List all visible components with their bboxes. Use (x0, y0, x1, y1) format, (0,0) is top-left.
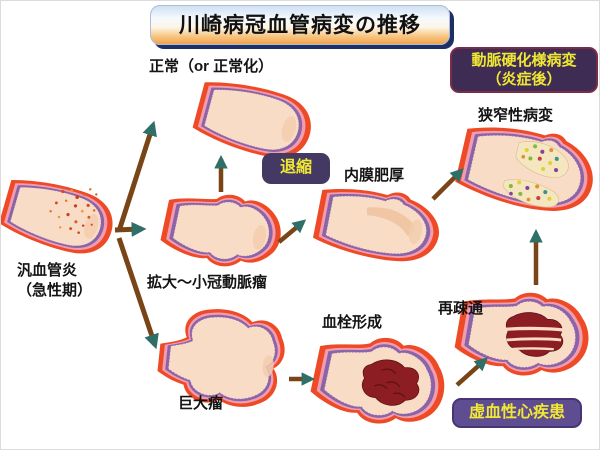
label-intimal: 内膜肥厚 (344, 167, 405, 184)
badge-regression: 退縮 (262, 153, 330, 184)
arrow-panvasculitis-to-dilated (114, 221, 147, 237)
badge-arteriosclerosis: 動脈硬化様病変 （炎症後） (450, 47, 598, 93)
vessel-stenosis-illustration (448, 112, 599, 234)
inflammation-speckles (49, 188, 98, 234)
label-panvasculitis: 汎血管炎 （急性期） (17, 262, 93, 299)
vessel-intimal-illustration (309, 175, 451, 274)
vessel-thrombus-illustration (303, 320, 463, 449)
vessel-giant-aneurysm-illustration (152, 300, 301, 429)
label-recanalization: 再疎通 (438, 300, 484, 317)
thickened-intima (366, 207, 415, 236)
badge-ischemic-heart-disease: 虚血性心疾患 (452, 398, 582, 428)
label-stenosis: 狭窄性病変 (478, 107, 554, 124)
label-dilated: 拡大〜小冠動脈瘤 (147, 274, 268, 291)
vessel-panvasculitis-illustration (1, 163, 124, 271)
arrow-panvasculitis-to-normal (116, 120, 157, 232)
label-normal: 正常（or 正常化） (149, 58, 274, 75)
label-thrombus: 血栓形成 (322, 314, 383, 331)
thrombus-clot (361, 359, 420, 406)
vessel-dilated-illustration (155, 179, 297, 286)
vessel-normal-illustration (188, 71, 322, 170)
vessel-recanalization-illustration (450, 277, 599, 398)
label-giant: 巨大瘤 (178, 395, 224, 412)
page-title: 川崎病冠血管病変の推移 (150, 5, 450, 45)
recanalized-thrombus (505, 312, 565, 357)
atheroma-plaque (502, 141, 569, 208)
